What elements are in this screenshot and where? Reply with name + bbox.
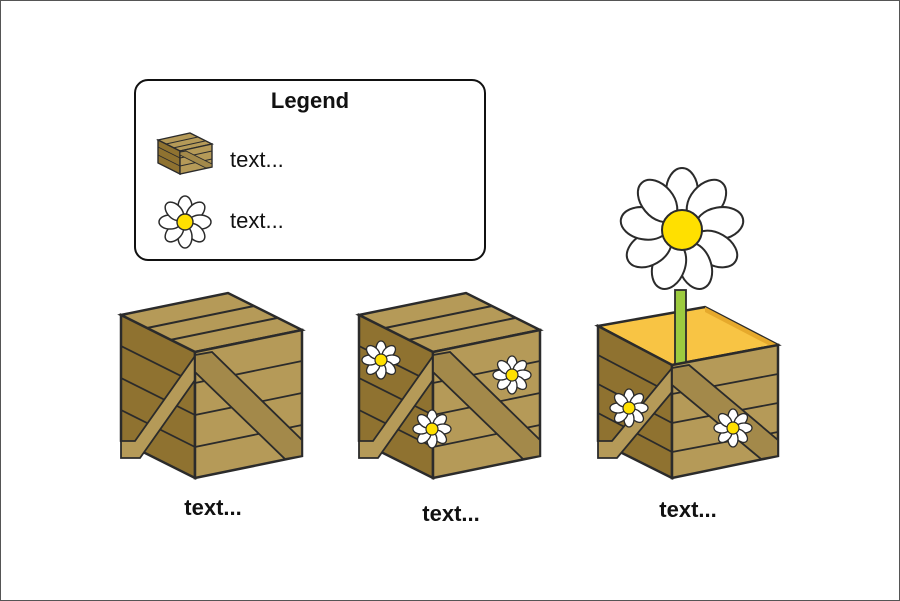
crate-icon xyxy=(156,132,214,176)
stage-1-caption: text... xyxy=(184,495,242,520)
legend-daisy-label: text... xyxy=(230,208,284,233)
daisy-icon xyxy=(412,409,452,449)
legend-crate-label: text... xyxy=(230,147,284,172)
stage-3-caption: text... xyxy=(659,497,717,522)
open-crate-with-flower xyxy=(594,167,782,481)
daisy-icon xyxy=(609,388,649,428)
legend: Legend text... text... xyxy=(134,79,486,261)
closed-crate xyxy=(117,291,306,481)
closed-crate-with-daisies xyxy=(355,291,544,481)
daisy-icon xyxy=(492,355,532,395)
daisy-icon xyxy=(158,195,212,249)
daisy-icon xyxy=(361,340,401,380)
big-daisy-icon xyxy=(619,167,745,290)
daisy-icon xyxy=(713,408,753,448)
legend-title: Legend xyxy=(270,88,350,113)
stage-2-caption: text... xyxy=(422,501,480,526)
